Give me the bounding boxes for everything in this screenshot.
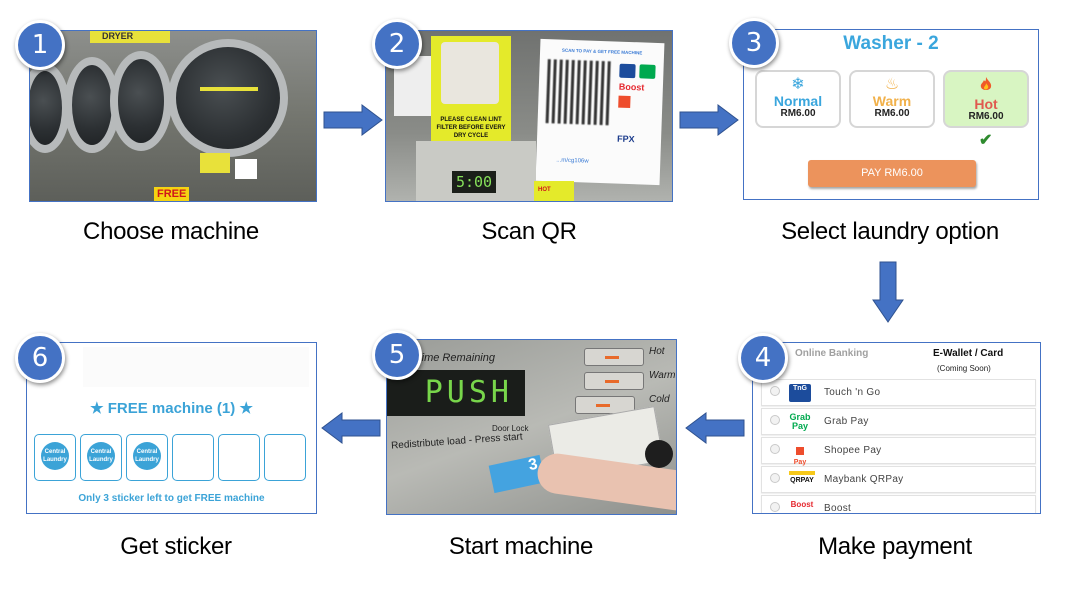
machine-drum <box>168 39 288 157</box>
payment-option-boost[interactable]: Boost Boost <box>761 495 1036 513</box>
cold-button[interactable] <box>575 396 635 414</box>
step-badge-6: 6 <box>15 333 65 383</box>
payment-option-touchngo[interactable]: TnG Touch 'n Go <box>761 379 1036 406</box>
arrow-down-3-to-4 <box>872 261 904 323</box>
free-machine-title: ★ FREE machine (1) ★ <box>90 400 253 417</box>
machine-display: 5:00 <box>452 171 496 193</box>
arrow-left-4-to-5 <box>685 412 745 444</box>
step-caption-2: Scan QR <box>481 218 577 245</box>
step-2-photo-scan-qr: PLEASE CLEAN LINT FILTER BEFORE EVERY DR… <box>385 30 673 202</box>
sticker-slot-filled: Central Laundry <box>80 434 122 481</box>
radio-button[interactable] <box>770 444 780 454</box>
step-badge-2: 2 <box>372 19 422 69</box>
sticker-note: Only 3 sticker left to get FREE machine <box>78 493 265 504</box>
qr-code <box>545 59 612 126</box>
touchngo-logo <box>619 63 636 79</box>
pay-button[interactable]: PAY RM6.00 <box>808 160 976 187</box>
sticker-slot-filled: Central Laundry <box>34 434 76 481</box>
washer-title: Washer - 2 <box>843 33 939 54</box>
machine-drum <box>110 51 172 151</box>
step-caption-1: Choose machine <box>83 218 259 245</box>
step-caption-3: Select laundry option <box>781 218 999 245</box>
step-1-photo-machines: DRYER FREE <box>29 30 317 202</box>
option-hot[interactable]: Hot RM6.00 <box>943 70 1029 128</box>
grabpay-logo: Grab Pay <box>789 412 811 431</box>
radio-button[interactable] <box>770 502 780 512</box>
machine-display: PUSH <box>387 370 525 416</box>
radio-button[interactable] <box>770 386 780 396</box>
arrow-right-2-to-3 <box>679 104 739 136</box>
step-6-sticker-card-screen: ★ FREE machine (1) ★ Central Laundry Cent… <box>26 342 317 514</box>
step-badge-4: 4 <box>738 333 788 383</box>
step-3-washer-select-screen: Washer - 2 ❄ Normal RM6.00 ♨ Warm RM6.00… <box>743 29 1039 200</box>
step-caption-4: Make payment <box>818 533 972 560</box>
maybank-qrpay-logo: QRPAY <box>789 471 815 489</box>
arrow-right-1-to-2 <box>323 104 383 136</box>
free-tag: FREE <box>154 187 190 201</box>
central-laundry-logo-icon: Central Laundry <box>87 442 115 470</box>
touchngo-logo: TnG <box>789 384 811 402</box>
selected-check-icon: ✔ <box>979 132 993 149</box>
warm-button[interactable] <box>584 372 644 390</box>
central-laundry-logo-icon: Central Laundry <box>41 442 69 470</box>
shopeepay-logo: Pay <box>789 442 811 466</box>
radio-button[interactable] <box>770 473 780 483</box>
dryer-label: DRYER <box>102 31 134 41</box>
grabpay-logo <box>639 64 656 79</box>
arrow-left-5-to-6 <box>321 412 381 444</box>
boost-logo: Boost <box>618 81 645 93</box>
payment-option-shopeepay[interactable]: Pay Shopee Pay <box>761 437 1036 466</box>
shopeepay-logo <box>618 95 631 109</box>
step-badge-1: 1 <box>15 20 65 70</box>
radio-button[interactable] <box>770 415 780 425</box>
boost-logo: Boost <box>790 500 814 509</box>
option-normal[interactable]: ❄ Normal RM6.00 <box>755 70 841 128</box>
tab-ewallet-card[interactable]: E-Wallet / Card <box>933 348 1004 359</box>
faded-message-area <box>83 347 309 387</box>
step-4-payment-screen: Online Banking E-Wallet / Card (Coming S… <box>752 342 1041 514</box>
option-warm[interactable]: ♨ Warm RM6.00 <box>849 70 935 128</box>
sticker-slot-empty <box>264 434 306 481</box>
payment-option-maybank-qrpay[interactable]: QRPAY Maybank QRPay <box>761 466 1036 493</box>
snowflake-icon: ❄ <box>791 76 805 93</box>
tab-online-banking[interactable]: Online Banking <box>795 348 869 359</box>
sticker-slot-empty <box>218 434 260 481</box>
start-knob[interactable] <box>645 440 673 468</box>
central-laundry-logo-icon: Central Laundry <box>133 442 161 470</box>
sticker-slot-filled: Central Laundry <box>126 434 168 481</box>
step-caption-5: Start machine <box>448 533 594 560</box>
step-badge-3: 3 <box>729 18 779 68</box>
step-5-photo-start-machine: Time Remaining PUSH Door Lock Redistribu… <box>386 339 677 515</box>
lint-filter-sign: PLEASE CLEAN LINT FILTER BEFORE EVERY DR… <box>431 36 511 154</box>
fire-icon <box>945 76 1027 97</box>
qr-sticker <box>235 159 257 179</box>
step-caption-6: Get sticker <box>120 533 232 560</box>
tab-note: (Coming Soon) <box>937 364 991 373</box>
star-icon: ★ <box>90 400 104 417</box>
sticker-slot-empty <box>172 434 214 481</box>
hot-button[interactable] <box>584 348 644 366</box>
qr-payment-card: SCAN TO PAY & GET FREE MACHINE Boost FPX… <box>535 38 665 186</box>
flame-outline-icon: ♨ <box>884 76 900 93</box>
step-badge-5: 5 <box>372 330 422 380</box>
star-icon: ★ <box>239 400 253 417</box>
payment-option-grabpay[interactable]: Grab Pay Grab Pay <box>761 408 1036 435</box>
fpx-logo: FPX <box>616 133 635 145</box>
